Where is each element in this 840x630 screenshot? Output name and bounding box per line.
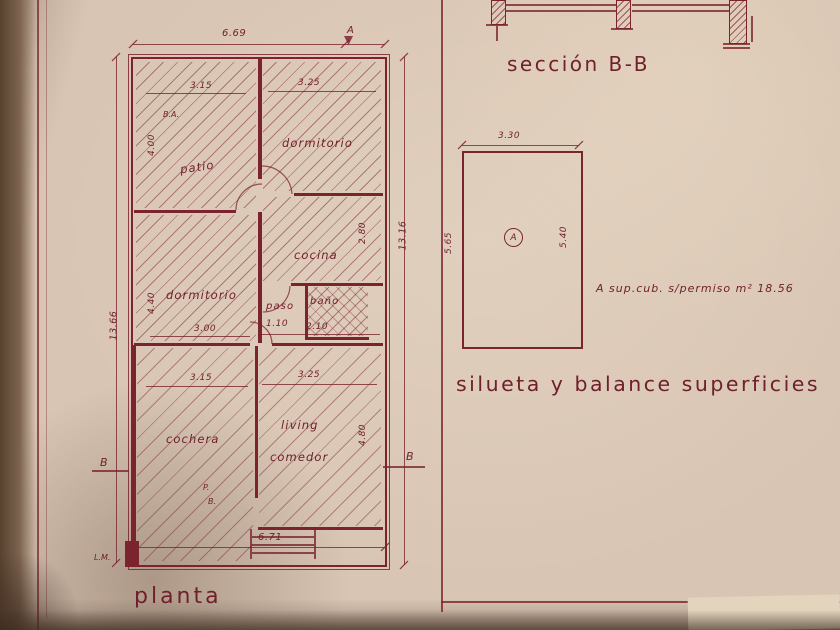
wall (291, 283, 383, 286)
silueta-dim-height-left: 5.65 (444, 231, 455, 255)
wall (134, 210, 236, 213)
wall (272, 343, 383, 346)
step-line (252, 544, 314, 546)
dim-line-right (404, 57, 406, 565)
dim-line-inner (262, 334, 380, 335)
fold-line-vertical (441, 0, 443, 612)
section-marker-b-right: B (406, 450, 414, 463)
section-column-footing (486, 24, 508, 26)
section-b-line-left (92, 470, 129, 472)
dim-bottom-total: 6.71 (258, 532, 283, 543)
dim-line-inner (150, 336, 250, 337)
annotation-ba: B.A. (163, 110, 180, 119)
dim-patio-height: 4.00 (147, 133, 158, 157)
margin-line-left-2 (46, 0, 47, 618)
section-column-footing (723, 43, 750, 45)
room-dormitorio-left-hatch (136, 215, 256, 341)
silueta-rectangle (462, 151, 583, 349)
room-label-bano: baño (310, 296, 340, 307)
room-label-dormitorio-top: dormitorio (282, 136, 353, 150)
room-label-comedor: comedor (270, 450, 329, 464)
wall (305, 337, 369, 340)
section-column (729, 0, 747, 44)
room-cocina-hatch (263, 197, 381, 281)
dim-top-left: 3.15 (190, 81, 213, 91)
dim-mid-a: 3.00 (194, 324, 217, 334)
room-living-hatch (259, 348, 381, 526)
annotation-p: P. (203, 483, 210, 492)
section-marker-b-left: B (100, 456, 108, 469)
section-b-line-right (383, 466, 425, 468)
dim-right-total: 13.16 (397, 220, 409, 251)
wall (294, 193, 383, 196)
room-label-cocina: cocina (294, 248, 338, 262)
porch-wall (250, 529, 252, 559)
dim-line-left (116, 57, 118, 563)
dim-top-right: 3.25 (298, 78, 321, 88)
dim-line-inner (146, 386, 248, 387)
section-beam-line (632, 4, 730, 6)
room-label-living: living (281, 418, 319, 432)
silueta-dim-line-top (462, 145, 579, 147)
dim-dormitorio-left-height: 4.40 (147, 291, 158, 315)
room-cochera-hatch (137, 348, 253, 561)
wall (305, 286, 308, 340)
section-column-tick (751, 16, 753, 42)
room-label-cochera: cochera (166, 432, 220, 446)
dim-low-left: 3.15 (190, 373, 213, 383)
dim-living-height: 4.80 (358, 423, 369, 447)
room-bano-hatch (307, 287, 368, 336)
wall (258, 59, 262, 179)
margin-line-bottom-right (441, 601, 840, 603)
silueta-marker-label: A (510, 232, 517, 243)
annotation-lm: L.M. (94, 553, 111, 562)
section-column (491, 0, 506, 25)
dim-line-inner (146, 93, 246, 94)
wall (255, 346, 258, 498)
wall (258, 212, 262, 343)
section-column-footing (723, 47, 750, 49)
bottom-left-stain (0, 552, 80, 630)
room-label-paso: paso (266, 301, 295, 312)
wall (134, 343, 250, 346)
dim-line-bottom (133, 547, 385, 549)
wall-thick-left (131, 345, 136, 563)
dim-left-total: 13.66 (108, 310, 120, 341)
dim-line-inner (262, 384, 377, 385)
silueta-title: silueta y balance superficies (456, 372, 821, 396)
dim-line-top (133, 44, 385, 46)
room-label-dormitorio-left: dormitorio (166, 288, 237, 302)
porch-wall (314, 529, 316, 559)
section-column-footing (611, 28, 633, 30)
section-beam-line (505, 10, 617, 12)
dim-mid-b: 1.10 (266, 319, 289, 329)
dim-cocina-height: 2.80 (358, 221, 369, 245)
plan-outer-wall (128, 54, 390, 570)
section-title: sección B-B (507, 52, 650, 76)
surface-note: A sup.cub. s/permiso m² 18.56 (596, 282, 794, 295)
dim-mid-c: 2.10 (306, 322, 329, 332)
bottom-shadow (0, 610, 840, 630)
annotation-b: B. (208, 497, 217, 506)
section-beam-line (632, 10, 730, 12)
step-line (252, 536, 314, 538)
silueta-marker-circle: A (504, 228, 523, 247)
room-dormitorio-top-hatch (263, 62, 381, 191)
margin-line-left (37, 0, 39, 630)
binding-edge (0, 0, 36, 630)
wall (258, 527, 383, 530)
silueta-dim-height-right: 5.40 (559, 225, 570, 249)
section-column (616, 0, 631, 29)
section-beam-line (505, 4, 617, 6)
step-line (252, 552, 314, 554)
dim-low-right: 3.25 (298, 370, 321, 380)
dim-top-total: 6.69 (222, 28, 247, 39)
dim-line-inner (268, 91, 376, 92)
silueta-dim-width: 3.30 (498, 131, 521, 141)
section-column-tick (496, 26, 498, 41)
pillar-lm (125, 541, 139, 567)
plan-title: planta (134, 584, 222, 609)
section-marker-a: A (347, 25, 354, 36)
